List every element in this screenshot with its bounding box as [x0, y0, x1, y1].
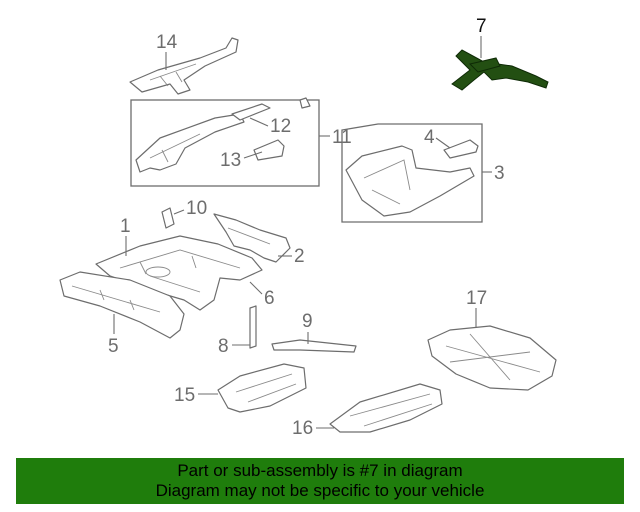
callout-12: 12: [270, 116, 291, 137]
banner-line-1: Part or sub-assembly is #7 in diagram: [177, 461, 463, 480]
part-8[interactable]: [249, 305, 257, 349]
part-4[interactable]: [443, 139, 479, 159]
callout-8: 8: [218, 336, 229, 357]
callout-4: 4: [424, 127, 435, 148]
group-box-3: [341, 123, 483, 223]
callout-16: 16: [292, 418, 313, 439]
part-9[interactable]: [271, 339, 357, 353]
part-11[interactable]: [135, 113, 245, 173]
banner-line-2: Diagram may not be specific to your vehi…: [155, 481, 485, 500]
part-3[interactable]: [345, 145, 475, 217]
callout-7: 7: [476, 16, 487, 37]
callout-10: 10: [186, 198, 207, 219]
callout-11: 11: [332, 127, 352, 148]
callout-13: 13: [220, 150, 241, 171]
callout-15: 15: [174, 385, 195, 406]
part-12[interactable]: [231, 97, 311, 121]
callout-1: 1: [120, 216, 131, 237]
part-5[interactable]: [59, 271, 185, 339]
part-16[interactable]: [329, 383, 443, 433]
part-17[interactable]: [427, 325, 557, 391]
part-2[interactable]: [213, 213, 291, 263]
callout-6: 6: [264, 288, 275, 309]
part-7-highlighted[interactable]: [451, 49, 549, 91]
group-box-11: [130, 99, 320, 187]
part-13[interactable]: [253, 139, 285, 161]
part-14[interactable]: [129, 37, 239, 95]
callout-5: 5: [108, 336, 119, 357]
callout-2: 2: [294, 246, 305, 267]
info-banner: Part or sub-assembly is #7 in diagram Di…: [16, 458, 624, 504]
callout-17: 17: [466, 288, 487, 309]
callout-9: 9: [302, 311, 313, 332]
part-10[interactable]: [161, 207, 175, 229]
callout-14: 14: [156, 32, 178, 53]
callout-3: 3: [494, 163, 505, 184]
part-15[interactable]: [217, 363, 307, 413]
parts-diagram: 14 12 11 13 4 3 7 10 1 2 6 5 8 9 17 15 1…: [59, 16, 557, 439]
part-1[interactable]: [95, 235, 263, 311]
